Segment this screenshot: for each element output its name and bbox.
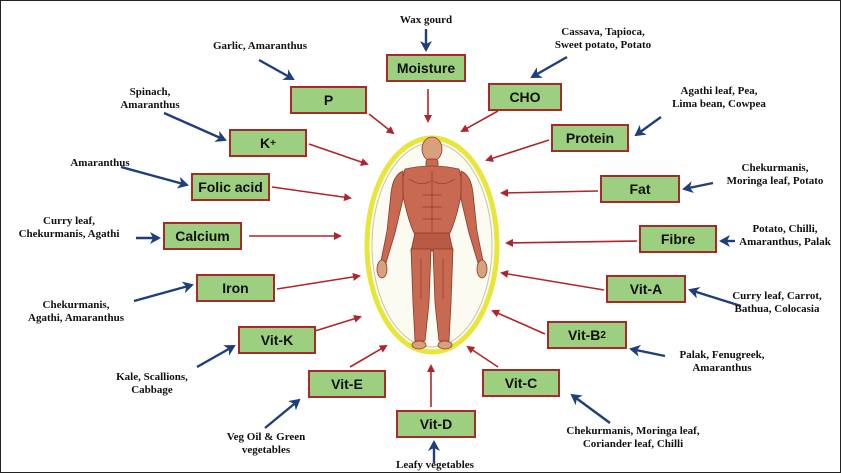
source-label-fibre: Potato, Chilli, Amaranthus, Palak [731,223,839,249]
source-label-calcium: Curry leaf, Chekurmanis, Agathi [5,215,133,241]
nutrient-label-vit-k: Vit-K [261,332,293,348]
nutrient-box-fat: Fat [600,175,680,203]
red-arrow-fibre [507,241,637,243]
blue-arrow-vite [265,400,299,428]
nutrient-label-vit-d: Vit-D [420,416,452,432]
nutrient-label-vit-c: Vit-C [505,375,537,391]
nutrient-label-vit-e: Vit-E [331,376,363,392]
source-label-vit-c: Chekurmanis, Moringa leaf, Coriander lea… [553,425,713,451]
blue-arrow-vitc [572,395,610,423]
source-label-iron: Chekurmanis, Agathi, Amaranthus [15,299,137,325]
nutrient-label-fibre: Fibre [661,231,695,247]
source-label-protein: Agathi leaf, Pea, Lima bean, Cowpea [659,85,779,111]
nutrient-box-p: P [290,86,367,114]
blue-arrow-fat [684,183,713,189]
nutrient-box-cho: CHO [488,83,562,111]
nutrient-box-vit-k: Vit-K [238,326,316,354]
source-label-vit-k: Kale, Scallions, Cabbage [102,371,202,397]
blue-arrow-vitb2 [631,349,665,356]
source-label-moisture: Wax gourd [388,14,464,27]
source-label-vit-e: Veg Oil & Green vegetables [214,431,318,457]
nutrient-label-protein: Protein [566,130,614,146]
source-label-fat: Chekurmanis, Moringa leaf, Potato [713,162,837,188]
nutrient-box-folic-acid: Folic acid [191,173,270,201]
nutrient-box-protein: Protein [551,124,629,152]
nutrient-label-vit-b: Vit-B [568,327,600,343]
nutrient-label-moisture: Moisture [397,60,455,76]
blue-arrow-vitk [197,346,234,367]
blue-arrow-p [259,60,293,79]
source-label-vit-a: Curry leaf, Carrot, Bathua, Colocasia [718,290,836,316]
nutrient-label-cho: CHO [509,89,540,105]
red-arrow-folic [272,187,350,198]
nutrient-label-k: K [260,135,270,151]
red-arrow-vitb2 [493,311,545,334]
nutrient-box-vit-c: Vit-C [482,369,560,397]
source-label-vit-b2: Palak, Fenugreek, Amaranthus [663,349,781,375]
nutrient-box-vit-a: Vit-A [606,275,686,303]
red-arrow-fat [502,191,598,193]
nutrient-label-fat: Fat [630,181,651,197]
nutrient-box-moisture: Moisture [386,54,466,82]
source-label-k-plus: Spinach, Amaranthus [109,86,191,112]
nutrient-box-iron: Iron [196,274,275,302]
red-arrow-k [309,144,367,164]
nutrient-label-vit-a: Vit-A [630,281,662,297]
red-arrow-cho [462,111,498,131]
nutrient-box-calcium: Calcium [163,222,242,250]
nutrient-box-fibre: Fibre [639,225,717,253]
k-superscript: + [270,138,276,149]
nutrient-box-vit-e: Vit-E [308,370,386,398]
nutrient-label-folic-acid: Folic acid [198,179,263,195]
human-muscle-figure [367,133,497,353]
red-arrow-p [369,114,393,133]
red-arrow-iron [277,276,359,289]
vit-b-subscript: 2 [600,330,606,341]
source-label-p: Garlic, Amaranthus [199,40,321,53]
source-label-folic-acid: Amaranthus [59,157,141,170]
source-label-cho: Cassava, Tapioca, Sweet potato, Potato [533,26,673,52]
nutrient-label-calcium: Calcium [175,228,229,244]
blue-arrow-cho [532,57,567,77]
blue-arrow-k [164,113,225,140]
blue-arrow-iron [134,285,192,301]
nutrient-label-p: P [324,92,333,108]
nutrient-box-vit-d: Vit-D [396,410,476,438]
red-arrow-vitk [315,317,360,331]
nutrient-box-k-plus: K+ [229,129,307,157]
blue-arrow-protein [636,117,661,135]
red-arrow-vita [502,273,604,290]
nutrient-label-iron: Iron [222,280,248,296]
source-label-vit-d: Leafy vegetables [380,459,490,472]
